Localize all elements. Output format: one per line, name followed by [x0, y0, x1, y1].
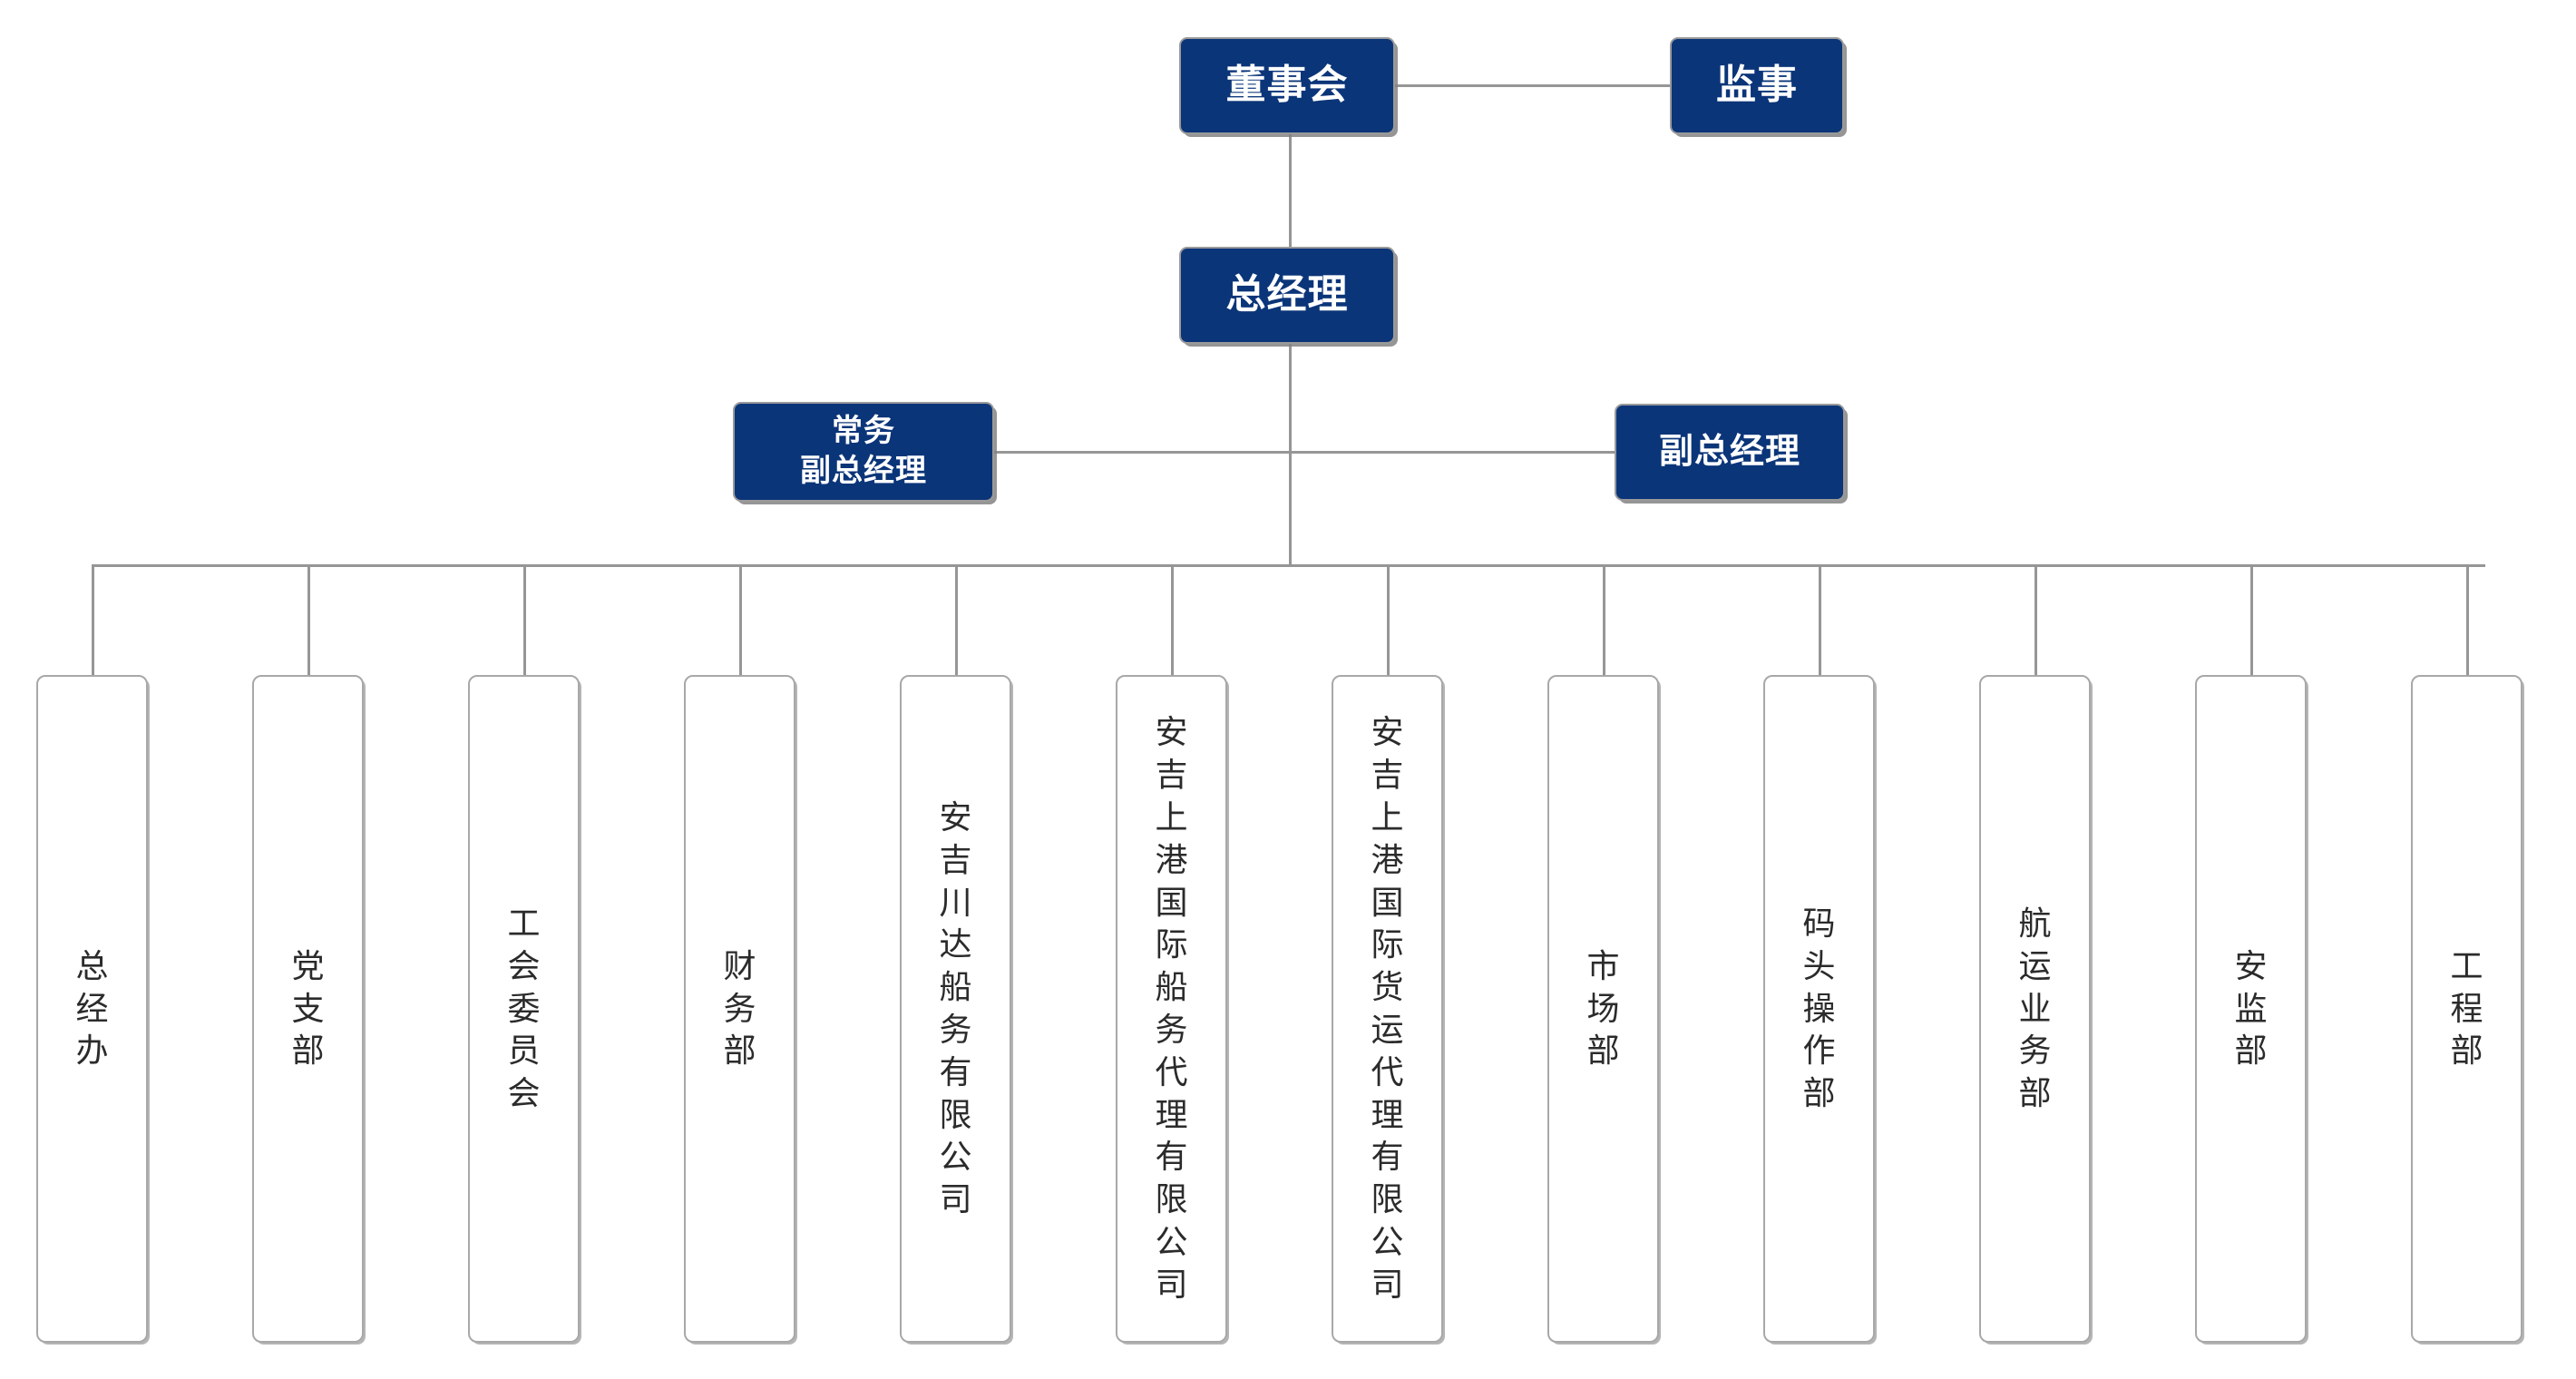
exec-box-board[interactable]: 董事会: [1179, 37, 1395, 134]
connector-drop-anji-chuanda: [955, 564, 958, 675]
connector-drop-terminal-operations: [1819, 564, 1821, 675]
dept-label-union-committee: 工 会 委 员 会: [507, 905, 541, 1112]
exec-label-deputy-gm: 副总经理: [1658, 433, 1800, 472]
dept-box-anji-shipping-agency[interactable]: 安 吉 上 港 国 际 船 务 代 理 有 限 公 司: [1116, 675, 1227, 1343]
exec-label-exec-deputy-gm: 常务 副总经理: [800, 414, 927, 488]
exec-box-general-manager[interactable]: 总经理: [1179, 247, 1395, 344]
connector-drop-marketing-dept: [1603, 564, 1605, 675]
dept-box-finance-dept[interactable]: 财 务 部: [684, 675, 795, 1343]
dept-box-engineering-dept[interactable]: 工 程 部: [2411, 675, 2522, 1343]
dept-box-marketing-dept[interactable]: 市 场 部: [1547, 675, 1659, 1343]
connector-board-to-gm: [1289, 134, 1292, 247]
dept-label-gm-office: 总 经 办: [75, 946, 109, 1070]
exec-box-supervisor[interactable]: 监事: [1670, 37, 1844, 134]
connector-drop-finance-dept: [739, 564, 742, 675]
exec-label-supervisor: 监事: [1716, 63, 1798, 108]
dept-box-shipping-business[interactable]: 航 运 业 务 部: [1979, 675, 2091, 1343]
connector-exec-deputy-connector: [994, 451, 1290, 454]
dept-box-union-committee[interactable]: 工 会 委 员 会: [468, 675, 580, 1343]
connector-gm-spine: [1289, 344, 1292, 566]
dept-label-anji-freight-agency: 安 吉 上 港 国 际 货 运 代 理 有 限 公 司: [1371, 713, 1404, 1303]
dept-label-engineering-dept: 工 程 部: [2450, 946, 2483, 1070]
dept-box-party-branch[interactable]: 党 支 部: [252, 675, 364, 1343]
connector-drop-anji-freight-agency: [1387, 564, 1390, 675]
connector-drop-gm-office: [92, 564, 94, 675]
dept-label-party-branch: 党 支 部: [291, 946, 325, 1070]
dept-label-safety-supervision: 安 监 部: [2234, 946, 2268, 1070]
connector-board-to-supervisor: [1395, 84, 1670, 87]
connector-drop-anji-shipping-agency: [1171, 564, 1174, 675]
dept-label-marketing-dept: 市 场 部: [1586, 946, 1620, 1070]
connector-deputy-connector: [1289, 451, 1615, 454]
dept-box-anji-chuanda[interactable]: 安 吉 川 达 船 务 有 限 公 司: [900, 675, 1011, 1343]
exec-label-board: 董事会: [1225, 63, 1349, 108]
dept-label-finance-dept: 财 务 部: [723, 946, 756, 1070]
dept-label-terminal-operations: 码 头 操 作 部: [1802, 905, 1836, 1112]
connector-drop-union-committee: [523, 564, 526, 675]
connector-drop-engineering-dept: [2466, 564, 2469, 675]
dept-box-safety-supervision[interactable]: 安 监 部: [2195, 675, 2307, 1343]
exec-box-exec-deputy-gm[interactable]: 常务 副总经理: [733, 402, 994, 502]
connector-drop-party-branch: [307, 564, 310, 675]
connector-department-bus: [92, 564, 2485, 567]
dept-label-anji-shipping-agency: 安 吉 上 港 国 际 船 务 代 理 有 限 公 司: [1155, 713, 1188, 1303]
dept-box-terminal-operations[interactable]: 码 头 操 作 部: [1763, 675, 1875, 1343]
dept-label-anji-chuanda: 安 吉 川 达 船 务 有 限 公 司: [939, 798, 972, 1218]
connector-drop-shipping-business: [2034, 564, 2037, 675]
dept-box-gm-office[interactable]: 总 经 办: [36, 675, 148, 1343]
dept-label-shipping-business: 航 运 业 务 部: [2018, 905, 2052, 1112]
exec-box-deputy-gm[interactable]: 副总经理: [1615, 404, 1845, 501]
connector-drop-safety-supervision: [2250, 564, 2253, 675]
dept-box-anji-freight-agency[interactable]: 安 吉 上 港 国 际 货 运 代 理 有 限 公 司: [1332, 675, 1443, 1343]
exec-label-general-manager: 总经理: [1225, 272, 1349, 318]
